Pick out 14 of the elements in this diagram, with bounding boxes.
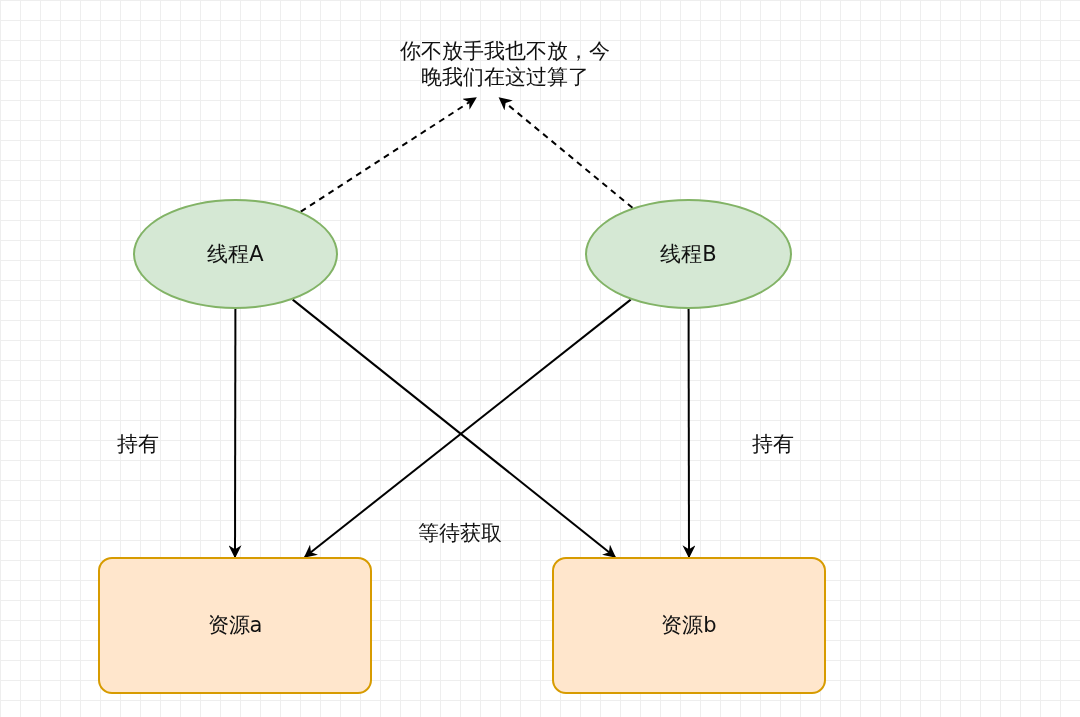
relation-label: 持有 bbox=[117, 431, 159, 458]
arrow bbox=[682, 308, 696, 559]
node-label: 线程A bbox=[207, 240, 264, 268]
arrow bbox=[498, 97, 634, 209]
resource-box bbox=[552, 557, 826, 694]
node-label: 资源b bbox=[661, 612, 717, 639]
arrow bbox=[228, 308, 242, 559]
annotation-text: 你不放手我也不放，今晚我们在这过算了 bbox=[399, 37, 611, 91]
resource-box bbox=[98, 557, 372, 694]
arrow bbox=[299, 97, 477, 213]
node-label: 线程B bbox=[660, 240, 717, 268]
node-label: 资源a bbox=[207, 612, 263, 639]
relation-label: 等待获取 bbox=[418, 520, 502, 547]
relation-label: 持有 bbox=[752, 431, 794, 458]
